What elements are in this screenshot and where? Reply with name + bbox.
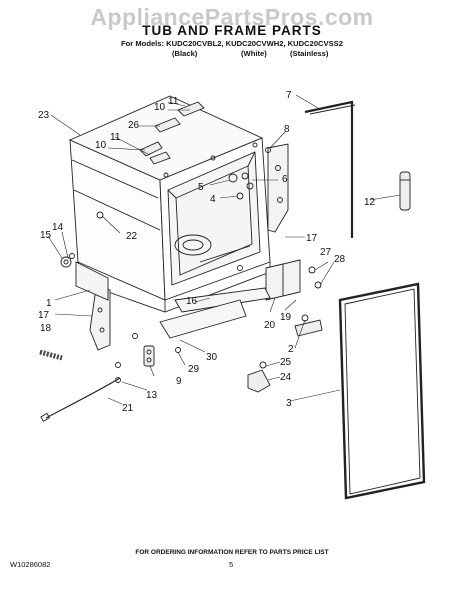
callout-13: 12 [364, 197, 376, 208]
callout-30: 30 [206, 352, 218, 363]
callout-3: 3 [286, 398, 292, 409]
vent-tab [399, 171, 411, 211]
base-plate [159, 287, 271, 339]
center-bracket [265, 259, 301, 301]
callout-29: 29 [188, 364, 200, 375]
variant-white: (White) [241, 49, 267, 58]
callout-15: 15 [40, 230, 52, 241]
page-title: TUB AND FRAME PARTS [142, 23, 322, 38]
left-front-bracket [89, 287, 111, 351]
document-number: W10286082 [10, 560, 51, 569]
ordering-note: FOR ORDERING INFORMATION REFER TO PARTS … [135, 549, 329, 556]
variant-stainless: (Stainless) [290, 49, 329, 58]
callout-4: 4 [210, 194, 216, 205]
callout-8: 8 [284, 124, 290, 135]
door-cable [40, 377, 121, 422]
right-side-bracket [267, 143, 289, 233]
callout-7: 7 [286, 90, 292, 101]
callout-25: 25 [280, 357, 292, 368]
callout-23: 23 [38, 110, 50, 121]
callout-27: 27 [320, 247, 332, 258]
callout-11-left: 11 [110, 132, 121, 143]
door-gasket [338, 282, 426, 500]
callout-20: 20 [264, 320, 276, 331]
callout-labels: 23 11 10 26 11 10 7 8 5 6 4 12 22 14 15 … [38, 90, 376, 414]
callout-16: 16 [186, 296, 198, 307]
callout-17-left: 17 [38, 310, 50, 321]
callout-10-left: 10 [95, 140, 107, 151]
spring [39, 349, 63, 361]
callout-18: 18 [40, 323, 52, 334]
callout-11-top: 11 [168, 96, 179, 107]
top-gasket [304, 100, 356, 238]
page-number: 5 [229, 560, 234, 569]
callout-12: 13 [146, 390, 158, 401]
callout-21: 21 [122, 403, 134, 414]
callout-14: 14 [52, 222, 64, 233]
callout-17-right: 17 [306, 233, 318, 244]
left-leg-bracket [75, 261, 109, 301]
callout-1: 1 [46, 298, 52, 309]
variant-black: (Black) [172, 49, 198, 58]
callout-26: 26 [128, 120, 140, 131]
callout-19: 19 [280, 312, 292, 323]
callout-24: 24 [280, 372, 292, 383]
watermark: AppliancePartsPros.com [90, 4, 374, 30]
callout-5: 5 [198, 182, 204, 193]
callout-6: 6 [282, 174, 288, 185]
callout-9: 9 [176, 376, 182, 387]
leader-lines [47, 94, 401, 405]
callout-28: 28 [334, 254, 346, 265]
latch [143, 345, 155, 367]
model-list: For Models: KUDC20CVBL2, KUDC20CVWH2, KU… [121, 39, 343, 48]
callout-22: 22 [126, 231, 138, 242]
callout-2: 2 [288, 344, 294, 355]
hinge-assembly [247, 319, 323, 393]
callout-10-top: 10 [154, 102, 166, 113]
